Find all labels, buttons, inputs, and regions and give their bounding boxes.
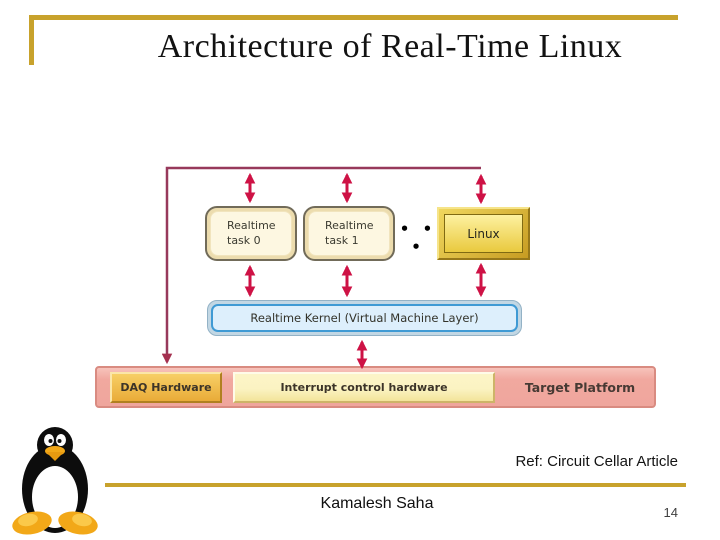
reference-text: Ref: Circuit Cellar Article bbox=[515, 453, 678, 470]
page-title: Architecture of Real-Time Linux bbox=[157, 28, 623, 65]
realtime-task1-label: Realtime task 1 bbox=[308, 211, 390, 256]
realtime-task0-label: Realtime task 0 bbox=[210, 211, 292, 256]
target-platform-label: Target Platform bbox=[524, 380, 636, 395]
realtime-task0-box: Realtime task 0 bbox=[205, 206, 297, 261]
realtime-kernel-box: Realtime Kernel (Virtual Machine Layer) bbox=[207, 300, 522, 336]
top-accent-corner bbox=[29, 15, 34, 65]
realtime-task1-box: Realtime task 1 bbox=[303, 206, 395, 261]
page-number: 14 bbox=[663, 505, 678, 520]
footer-accent-line bbox=[105, 483, 686, 487]
top-accent-line bbox=[30, 15, 678, 20]
task0-line1: Realtime bbox=[227, 218, 276, 232]
task1-line2: task 1 bbox=[325, 233, 359, 247]
daq-hardware-box: DAQ Hardware bbox=[110, 372, 222, 403]
linux-box: Linux bbox=[437, 207, 530, 260]
interrupt-control-box: Interrupt control hardware bbox=[233, 372, 495, 403]
linux-label: Linux bbox=[444, 214, 523, 253]
realtime-kernel-label: Realtime Kernel (Virtual Machine Layer) bbox=[211, 304, 518, 332]
task1-line1: Realtime bbox=[325, 218, 374, 232]
footer-author: Kamalesh Saha bbox=[320, 495, 434, 512]
task0-line2: task 0 bbox=[227, 233, 261, 247]
tux-penguin-icon bbox=[12, 427, 98, 535]
ellipsis-dots: • • • bbox=[399, 220, 437, 256]
